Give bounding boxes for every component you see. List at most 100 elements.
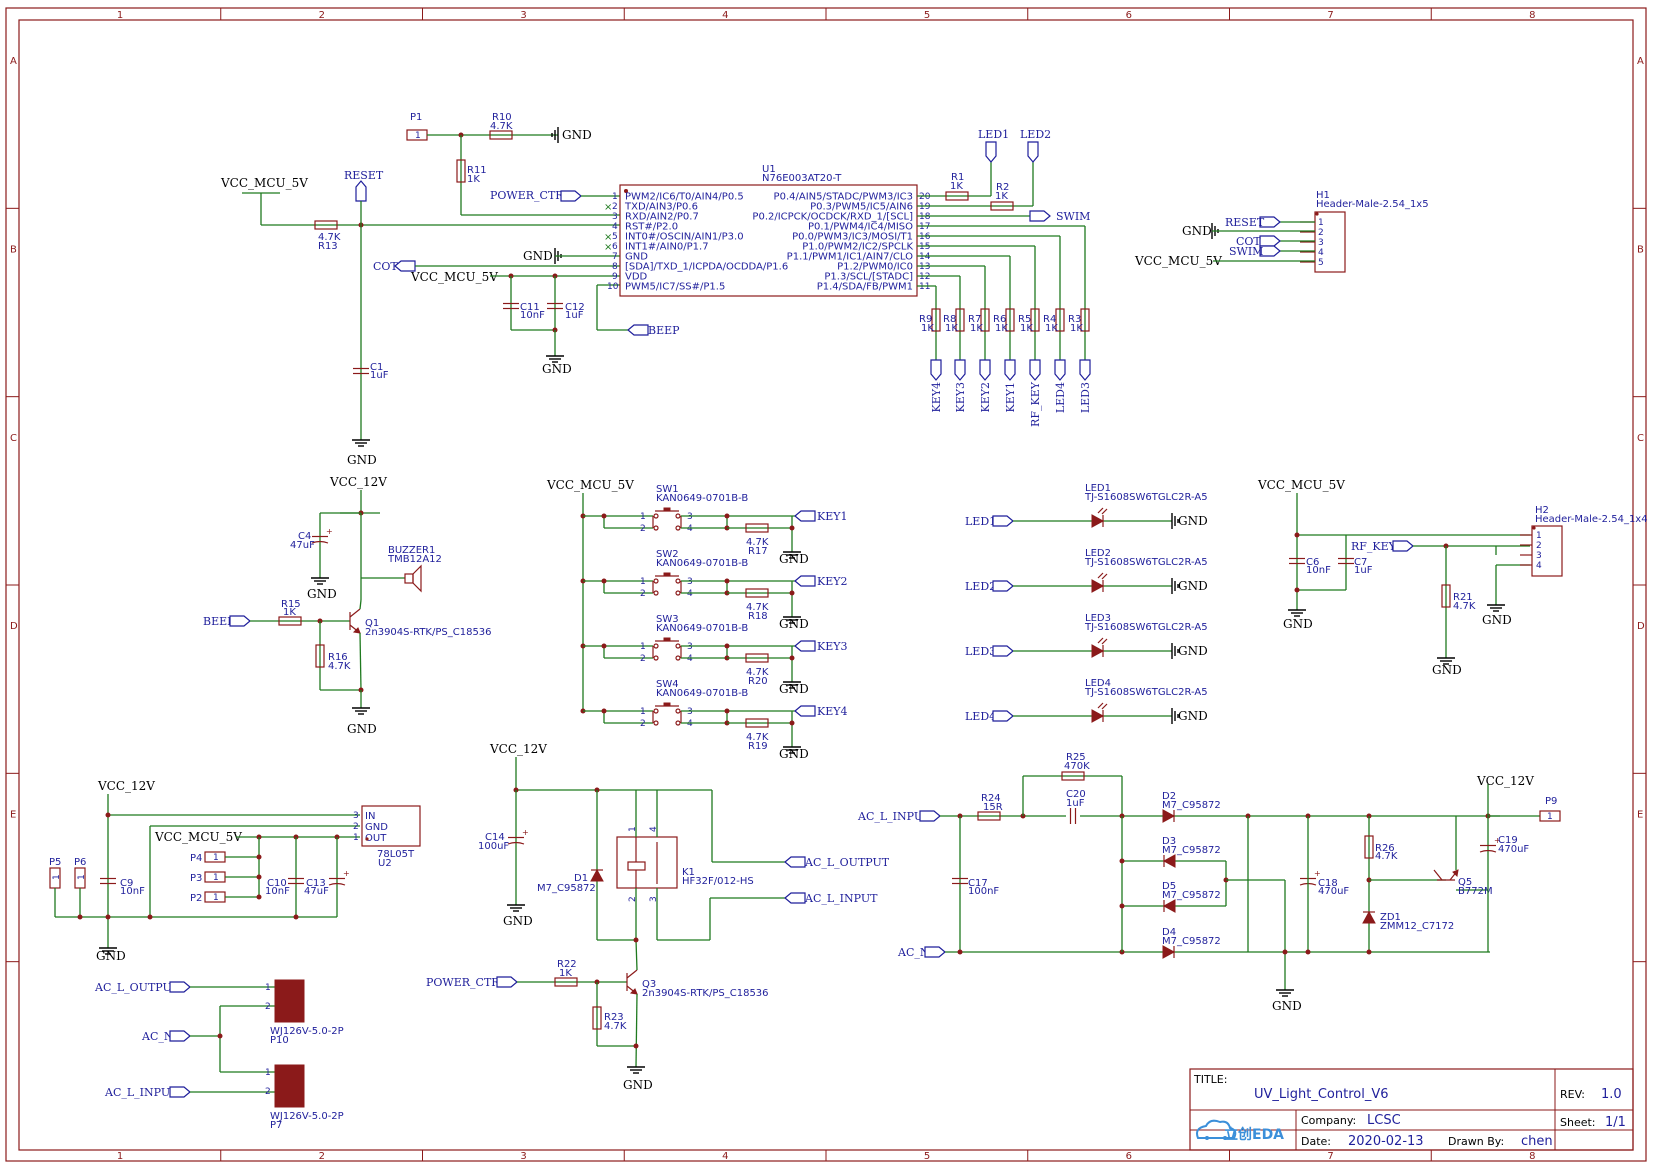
power-pin-ref: P4 (190, 853, 202, 864)
h2-pin-number: 1 (1536, 531, 1542, 541)
pull-resistor (931, 308, 941, 332)
gnd-label: GND (503, 914, 533, 928)
mcu-ref: U1 (762, 164, 776, 175)
frame-column-label: 3 (520, 1151, 526, 1162)
d4-ref: D4 (1162, 927, 1176, 938)
mcu-pin-name: P1.2/PWM0/IC0 (837, 262, 913, 273)
svg-text:×: × (604, 242, 612, 253)
gnd-label: GND (1178, 709, 1208, 723)
led1-label: LED1 (978, 128, 1009, 141)
mcu-pin-number: 3 (612, 212, 618, 222)
mcu-u1-body (619, 184, 918, 297)
ac-n-label: AC_N (897, 946, 930, 959)
gnd-label: GND (1432, 663, 1462, 677)
easyeda-logo: 立创EDA (1196, 1119, 1284, 1143)
pull-resistors: R91KKEY4R81KKEY3R71KKEY2R61KKEY1R51KRF_K… (917, 225, 1092, 427)
r2-ref: R2 (996, 182, 1009, 193)
pull-resistor (1080, 308, 1090, 332)
c13-ref: C13 (306, 878, 326, 889)
gnd-label: GND (779, 552, 809, 566)
switch-net-label: KEY2 (817, 575, 848, 588)
mcu-pin-number: 7 (612, 252, 618, 262)
frame-column-label: 4 (722, 10, 728, 21)
pull-resistor-ref: R5 (1018, 314, 1031, 325)
h1-pin-number: 1 (1318, 218, 1324, 228)
svg-text:1: 1 (213, 893, 219, 903)
pull-resistor-value: 1K (921, 323, 934, 334)
ac-n-label: AC_N (141, 1030, 174, 1043)
mcu-pin-name: P0.4/AIN5/STADC/PWM3/IC3 (774, 192, 913, 203)
mcu-pin-number: 12 (919, 272, 930, 282)
pull-resistor-ref: R3 (1068, 314, 1081, 325)
c17-value: 100nF (968, 886, 999, 897)
pull-resistor (1055, 308, 1065, 332)
mcu-pin-name: INT0#/OSCIN/AIN1/P3.0 (625, 232, 744, 243)
gnd-label: GND (307, 587, 337, 601)
switch-resistor-ref: R20 (748, 676, 768, 687)
svg-text:4: 4 (687, 524, 693, 534)
mcu-section: 1 P1 R10 4.7K GND R11 1K VCC_MCU_5V 4.7K… (220, 112, 1429, 467)
c10-ref: C10 (267, 878, 287, 889)
vcc-mcu-5v-label: VCC_MCU_5V (154, 830, 242, 844)
r23-ref: R23 (604, 1012, 624, 1023)
reset-label: RESET (1225, 216, 1265, 229)
c4-ref: C4 (298, 531, 311, 542)
pull-resistor-ref: R9 (919, 314, 932, 325)
vcc-mcu-5v-label: VCC_MCU_5V (220, 176, 308, 190)
r26-value: 4.7K (1375, 851, 1398, 862)
h1-ref: H1 (1316, 190, 1330, 201)
c19-ref: C19 (1498, 835, 1518, 846)
ac-l-output-label: AC_L_OUTPUT (94, 981, 180, 994)
buzzer-ref: BUZZER1 (388, 545, 435, 556)
gnd-label: GND (1178, 579, 1208, 593)
ac-l-input-label: AC_L_INPUT (804, 892, 878, 905)
r25-value: 470K (1064, 761, 1090, 772)
r11-value: 1K (467, 174, 480, 185)
mcu-pin-number: 20 (919, 192, 931, 202)
u2-pin-name: OUT (365, 833, 387, 844)
switch-resistor-ref: R19 (748, 741, 768, 752)
r25-ref: R25 (1066, 752, 1086, 763)
gnd-label: GND (779, 617, 809, 631)
switch-net-label: KEY1 (817, 510, 848, 523)
k1-relay-body (616, 836, 678, 889)
frame-column-label: 5 (924, 1151, 930, 1162)
swim-label: SWIM (1056, 210, 1090, 223)
svg-text:1: 1 (628, 826, 638, 832)
mcu-pin-name: [SDA]/TXD_1/ICPDA/OCDDA/P1.6 (625, 262, 788, 273)
title-label: TITLE: (1193, 1073, 1227, 1086)
svg-text:2: 2 (265, 1087, 271, 1097)
switch-resistor-value: 4.7K (746, 732, 769, 743)
u2-part: 78L05T (377, 849, 415, 860)
q1-part: 2n3904S-RTK/PS_C18536 (365, 627, 492, 638)
d3-ref: D3 (1162, 836, 1176, 847)
frame-row-label: D (10, 621, 18, 632)
c7-value: 1uF (1354, 565, 1373, 576)
r16-value: 4.7K (328, 661, 351, 672)
svg-text:4: 4 (687, 654, 693, 664)
pull-resistor-value: 1K (970, 323, 983, 334)
mcu-pin-number: 4 (612, 222, 618, 232)
power-pin-ref: P2 (190, 893, 202, 904)
mcu-pin-name: PWM2/IC6/T0/AIN4/P0.5 (625, 192, 744, 203)
p9-pin: 1 (1547, 812, 1553, 822)
p9-ref: P9 (1545, 796, 1557, 807)
q1-ref: Q1 (365, 618, 379, 629)
rev-label: REV: (1560, 1088, 1585, 1101)
mcu-pin-name: P0.0/PWM3/IC3/MOSI/T1 (792, 232, 913, 243)
pull-net-label: KEY2 (979, 382, 992, 413)
mcu-pin-name: RXD/AIN2/P0.7 (625, 212, 699, 223)
reset-label: RESET (344, 169, 384, 182)
svg-text:4: 4 (687, 719, 693, 729)
p1-pin: 1 (415, 131, 421, 141)
zd1-ref: ZD1 (1380, 912, 1401, 923)
d2-ref: D2 (1162, 791, 1176, 802)
r15-value: 1K (283, 607, 296, 618)
led2-label: LED2 (1020, 128, 1051, 141)
c13-value: 47uF (304, 886, 329, 897)
pull-resistor-value: 1K (1045, 323, 1058, 334)
svg-text:4: 4 (687, 589, 693, 599)
